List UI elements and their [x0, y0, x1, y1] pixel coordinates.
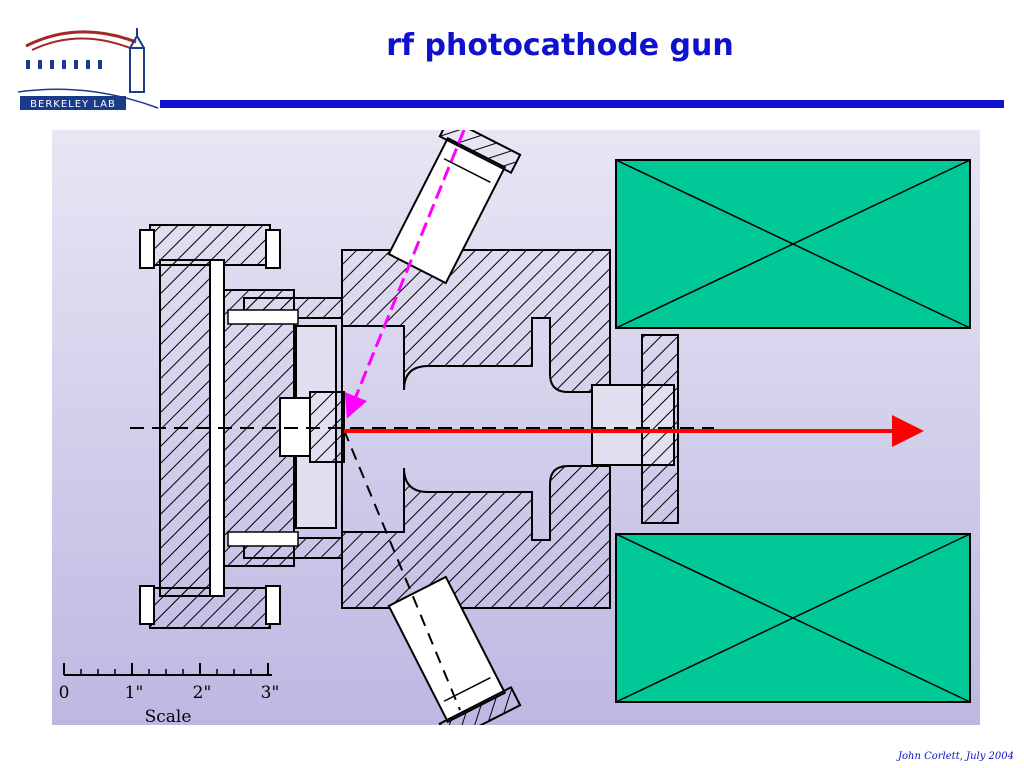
laser-beam [344, 130, 466, 419]
scale-label: Scale [145, 707, 192, 725]
scale-tick-1: 1" [125, 683, 144, 703]
scale-tick-3: 3" [261, 683, 280, 703]
title-rule [160, 100, 1004, 108]
cathode-flange [139, 224, 345, 629]
logo-text: BERKELEY LAB [30, 99, 116, 110]
berkeley-lab-logo: BERKELEY LAB [18, 28, 159, 110]
solenoid-bottom [615, 533, 971, 703]
footer-credit: John Corlett, July 2004 [898, 751, 1014, 762]
scale-tick-0: 0 [59, 683, 70, 703]
scale-tick-2: 2" [193, 683, 212, 703]
laser-exit-path [343, 429, 461, 711]
solenoid-top [615, 159, 971, 329]
scale-bar [63, 663, 272, 676]
slide-title: rf photocathode gun [386, 28, 734, 63]
laser-exit-port [387, 575, 522, 725]
gun-diagram: 0 1" 2" 3" Scale [52, 130, 980, 725]
